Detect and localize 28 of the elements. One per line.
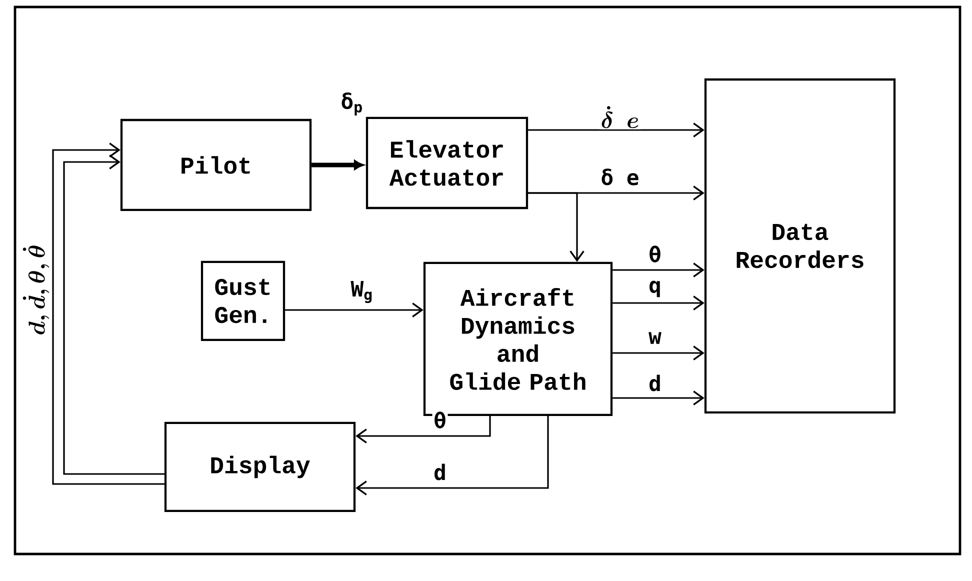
edge-label: w	[647, 330, 663, 346]
arrow	[612, 262, 704, 278]
arrow	[612, 390, 704, 406]
edge-label: δ$_{p}$	[339, 91, 365, 117]
edge-label: θ	[647, 244, 663, 264]
arrow	[52, 142, 164, 485]
arrow	[612, 296, 704, 310]
block-box: Pilot	[120, 118, 312, 212]
edge-label: d	[647, 373, 663, 393]
edge-label: δ e	[599, 167, 641, 187]
arrow	[312, 160, 364, 170]
arrow	[285, 302, 424, 318]
arrow	[356, 416, 491, 444]
edge-label: θ	[432, 410, 448, 430]
arrow	[356, 416, 549, 496]
block-box: Display	[164, 422, 356, 512]
arrow	[528, 122, 704, 138]
edge-label: d	[432, 462, 448, 482]
arrow	[63, 154, 164, 475]
edge-label: $\dot{\delta}\ e$	[599, 104, 641, 130]
arrow	[612, 346, 704, 360]
edge-label: W$_{g}$	[349, 280, 375, 304]
block-box: Elevator Actuator	[366, 116, 528, 210]
block-box: Gust Gen.	[200, 260, 286, 342]
block-box: Data Recorders	[704, 78, 896, 414]
edge-label: $d,\dot{d},\theta,\dot{\theta}$	[22, 243, 50, 337]
edge-label: q	[647, 279, 663, 299]
arrow	[528, 192, 584, 262]
